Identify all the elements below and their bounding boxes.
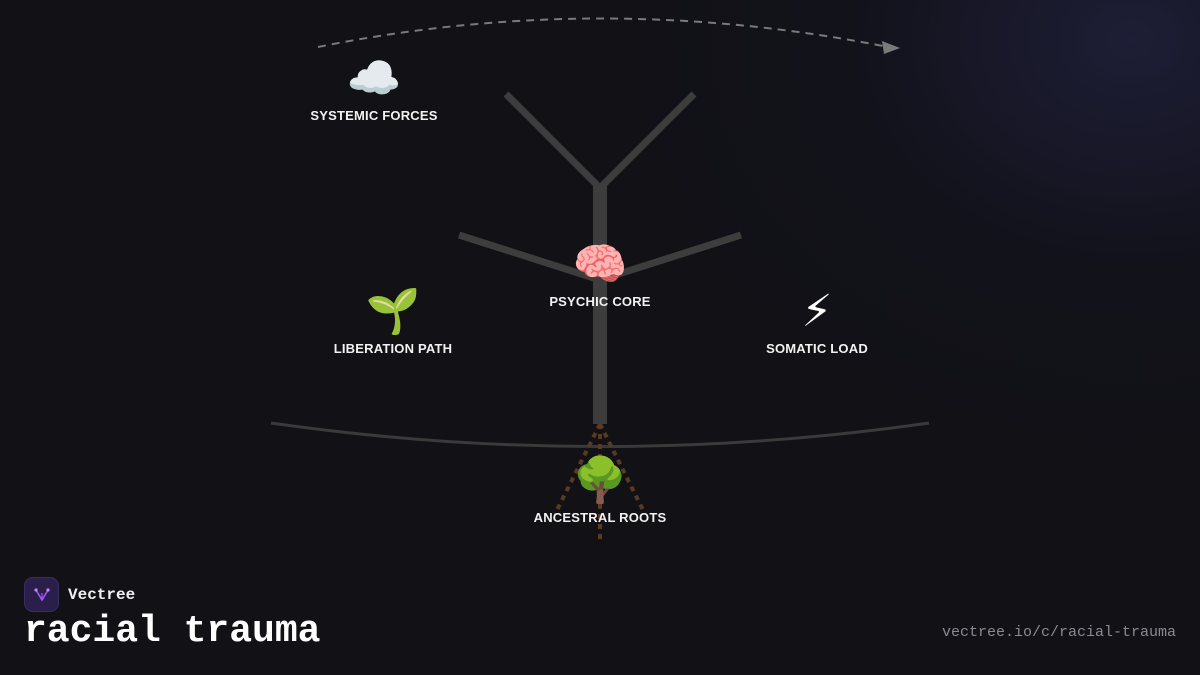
node-label: SOMATIC LOAD — [766, 341, 868, 356]
brain-icon: 🧠 — [572, 239, 628, 290]
arc-arrowhead — [882, 41, 900, 54]
systemic-arc-arrow — [317, 17, 889, 48]
node-psychic-core: 🧠 PSYCHIC CORE — [549, 239, 651, 310]
brand-name: Vectree — [68, 585, 136, 604]
branch-upper-right — [597, 91, 697, 191]
root-right — [598, 423, 647, 515]
root-left — [553, 423, 602, 515]
node-somatic-load: ⚡ SOMATIC LOAD — [766, 286, 868, 357]
cloud-icon: ☁️ — [346, 53, 402, 104]
node-label: PSYCHIC CORE — [549, 294, 651, 309]
node-ancestral-roots: 🌳 ANCESTRAL ROOTS — [533, 455, 667, 526]
page-title: racial trauma — [24, 610, 321, 653]
branch-mid-right — [598, 231, 743, 284]
lightning-icon: ⚡ — [801, 286, 833, 337]
source-url[interactable]: vectree.io/c/racial-trauma — [941, 624, 1176, 641]
seedling-icon: 🌱 — [365, 286, 421, 337]
branch-mid-left — [457, 231, 602, 284]
tree-icon: 🌳 — [572, 455, 628, 506]
node-liberation-path: 🌱 LIBERATION PATH — [333, 286, 453, 357]
brand: Vectree — [24, 577, 135, 612]
node-label: LIBERATION PATH — [333, 341, 453, 356]
node-label: ANCESTRAL ROOTS — [533, 510, 667, 525]
trunk — [593, 186, 607, 424]
node-label: SYSTEMIC FORCES — [310, 108, 438, 123]
vectree-logo-icon — [24, 577, 59, 612]
node-systemic-forces: ☁️ SYSTEMIC FORCES — [310, 53, 438, 124]
branch-upper-left — [503, 91, 603, 191]
